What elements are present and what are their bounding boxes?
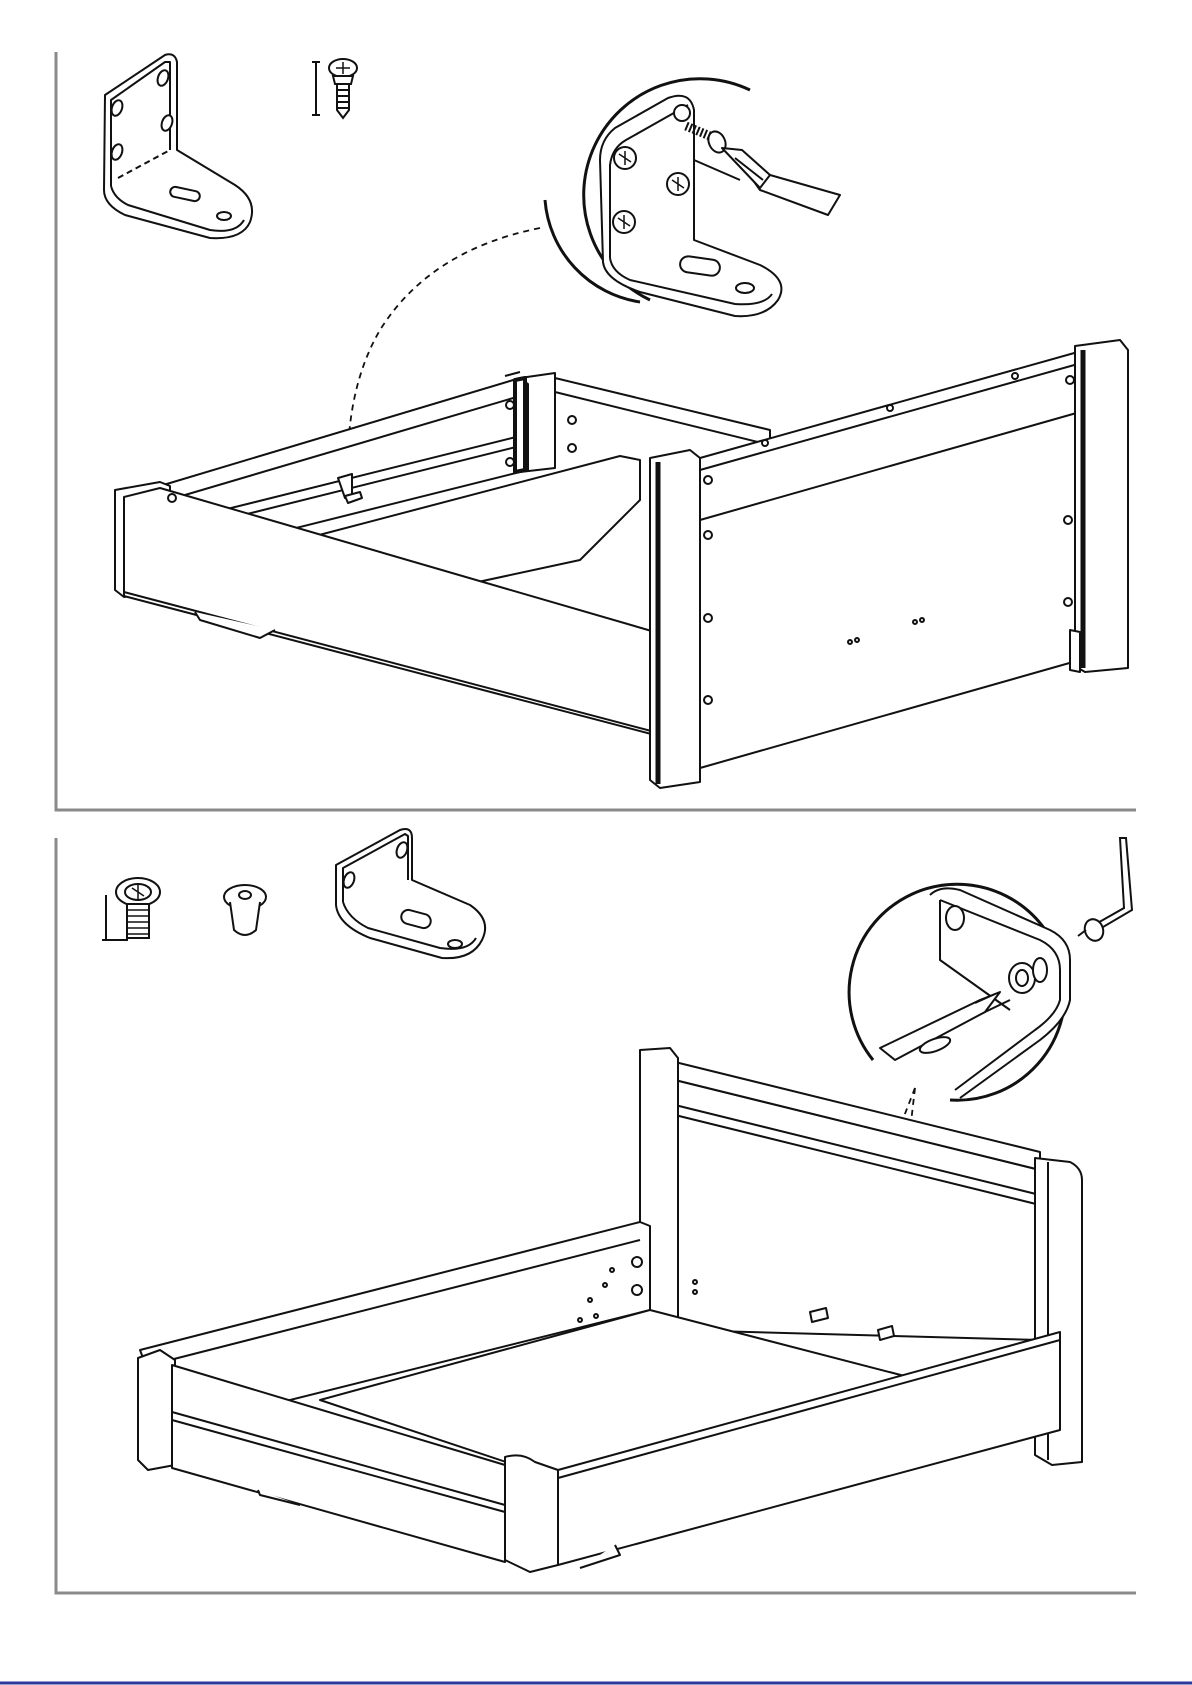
detail-circle-bottom (849, 884, 1070, 1100)
l-bracket-icon (104, 54, 252, 238)
bed-frame-footboard-view (115, 340, 1128, 788)
barrel-nut-icon (224, 885, 266, 935)
bolt-icon (102, 878, 160, 940)
wood-screw-icon (312, 59, 357, 118)
detail-circle-top (545, 79, 781, 316)
hex-key-icon (1078, 838, 1132, 943)
bed-frame-headboard-view (138, 1048, 1082, 1572)
l-bracket-icon (336, 829, 485, 958)
screwdriver-icon (722, 148, 840, 215)
